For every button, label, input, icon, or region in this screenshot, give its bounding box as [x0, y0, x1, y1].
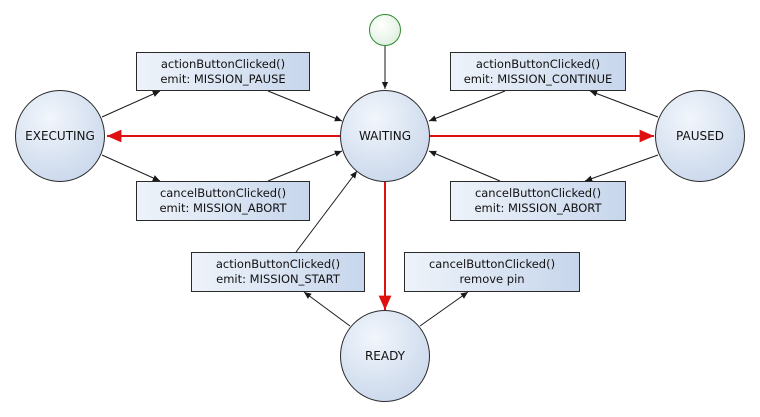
state-paused-label: PAUSED — [676, 129, 724, 143]
note-trigger: cancelButtonClicked() — [474, 186, 602, 200]
note-effect: emit: MISSION_ABORT — [474, 201, 602, 215]
state-executing-label: EXECUTING — [25, 129, 95, 143]
state-waiting: WAITING — [340, 90, 430, 182]
note-trigger: cancelButtonClicked() — [428, 257, 556, 271]
edge-continue-note-to-waiting — [428, 90, 506, 122]
edge-paused-to-continue-note — [589, 90, 659, 118]
note-ready-cancel: cancelButtonClicked() remove pin — [404, 252, 580, 292]
edge-pause-note-to-waiting — [267, 90, 343, 122]
edge-start-note-to-waiting — [295, 170, 358, 253]
note-effect: emit: MISSION_ABORT — [159, 201, 287, 215]
edge-abort-note-to-waiting — [267, 150, 343, 182]
note-effect: emit: MISSION_START — [216, 272, 340, 286]
state-waiting-label: WAITING — [358, 129, 412, 143]
note-trigger: cancelButtonClicked() — [159, 186, 287, 200]
edge-paused-to-abort-note — [584, 154, 659, 182]
note-paused-abort: cancelButtonClicked() emit: MISSION_ABOR… — [450, 181, 626, 221]
note-effect: emit: MISSION_CONTINUE — [463, 71, 613, 86]
state-paused: PAUSED — [655, 90, 745, 182]
note-effect: emit: MISSION_PAUSE — [160, 71, 286, 86]
edge-ready-to-start-note — [303, 291, 351, 327]
edge-executing-to-abort-note — [101, 154, 161, 182]
edge-executing-to-pause-note — [101, 90, 161, 118]
note-effect: remove pin — [459, 272, 525, 286]
note-trigger: actionButtonClicked() — [215, 257, 341, 271]
edge-ready-to-cancel-note — [419, 291, 469, 327]
state-executing: EXECUTING — [15, 90, 105, 182]
note-ready-start: actionButtonClicked() emit: MISSION_STAR… — [191, 252, 365, 292]
state-ready-label: READY — [364, 349, 406, 363]
note-trigger: actionButtonClicked() — [160, 56, 286, 71]
note-trigger: actionButtonClicked() — [475, 56, 601, 71]
state-ready: READY — [340, 310, 430, 402]
initial-state-icon — [369, 14, 401, 46]
edge-paused-abort-note-to-waiting — [428, 150, 501, 182]
note-executing-abort: cancelButtonClicked() emit: MISSION_ABOR… — [136, 181, 310, 221]
note-executing-pause: actionButtonClicked() emit: MISSION_PAUS… — [136, 52, 310, 91]
note-paused-continue: actionButtonClicked() emit: MISSION_CONT… — [450, 52, 626, 91]
